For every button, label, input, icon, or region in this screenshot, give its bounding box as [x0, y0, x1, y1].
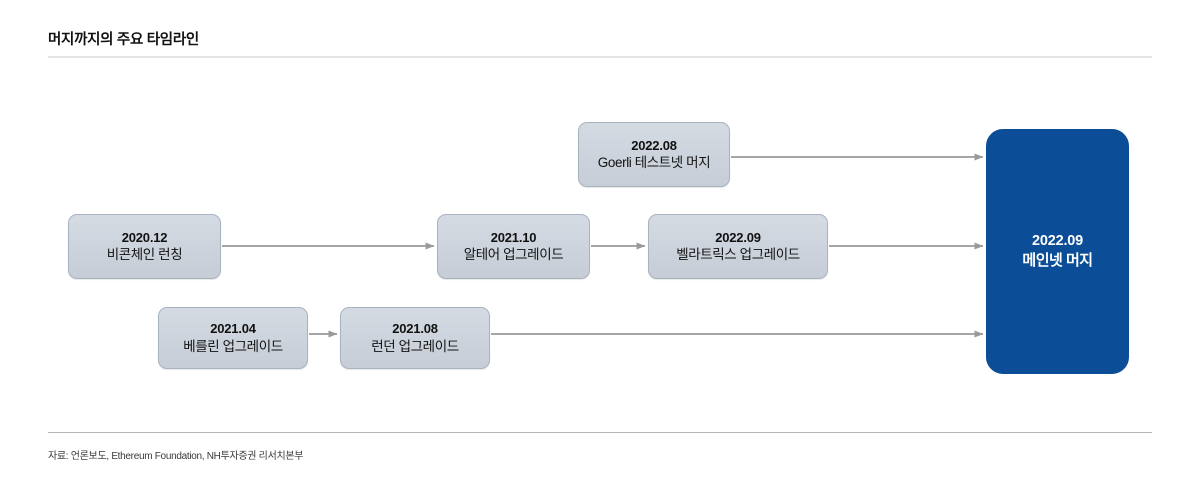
node-date: 2021.10 [490, 229, 537, 245]
node-label: Goerli 테스트넷 머지 [597, 155, 711, 171]
title-divider [48, 56, 1152, 58]
timeline-node-london[interactable]: 2021.08 런던 업그레이드 [340, 307, 490, 369]
timeline-node-goerli-testnet-merge[interactable]: 2022.08 Goerli 테스트넷 머지 [578, 122, 730, 187]
timeline-node-bellatrix[interactable]: 2022.09 벨라트릭스 업그레이드 [648, 214, 828, 279]
node-date: 2021.08 [392, 321, 438, 337]
timeline-node-mainnet-merge[interactable]: 2022.09 메인넷 머지 [986, 129, 1129, 374]
node-date: 2021.04 [210, 321, 256, 337]
page-title: 머지까지의 주요 타임라인 [48, 32, 199, 48]
footer-divider [48, 432, 1152, 433]
node-label: 알테어 업그레이드 [463, 247, 564, 263]
node-date: 2020.12 [121, 229, 168, 245]
source-note: 자료: 언론보도, Ethereum Foundation, NH투자증권 리서… [48, 451, 304, 462]
node-date: 2022.09 [715, 229, 761, 245]
node-label: 메인넷 머지 [1022, 252, 1093, 270]
timeline-node-beacon-chain[interactable]: 2020.12 비콘체인 런칭 [68, 214, 221, 279]
node-date: 2022.09 [1031, 233, 1083, 250]
node-date: 2022.08 [631, 137, 677, 153]
node-label: 비콘체인 런칭 [106, 247, 183, 263]
timeline-node-altair[interactable]: 2021.10 알테어 업그레이드 [437, 214, 590, 279]
node-label: 베를린 업그레이드 [183, 338, 283, 354]
node-label: 런던 업그레이드 [371, 338, 459, 354]
timeline-node-berlin[interactable]: 2021.04 베를린 업그레이드 [158, 307, 308, 369]
node-label: 벨라트릭스 업그레이드 [676, 247, 800, 263]
